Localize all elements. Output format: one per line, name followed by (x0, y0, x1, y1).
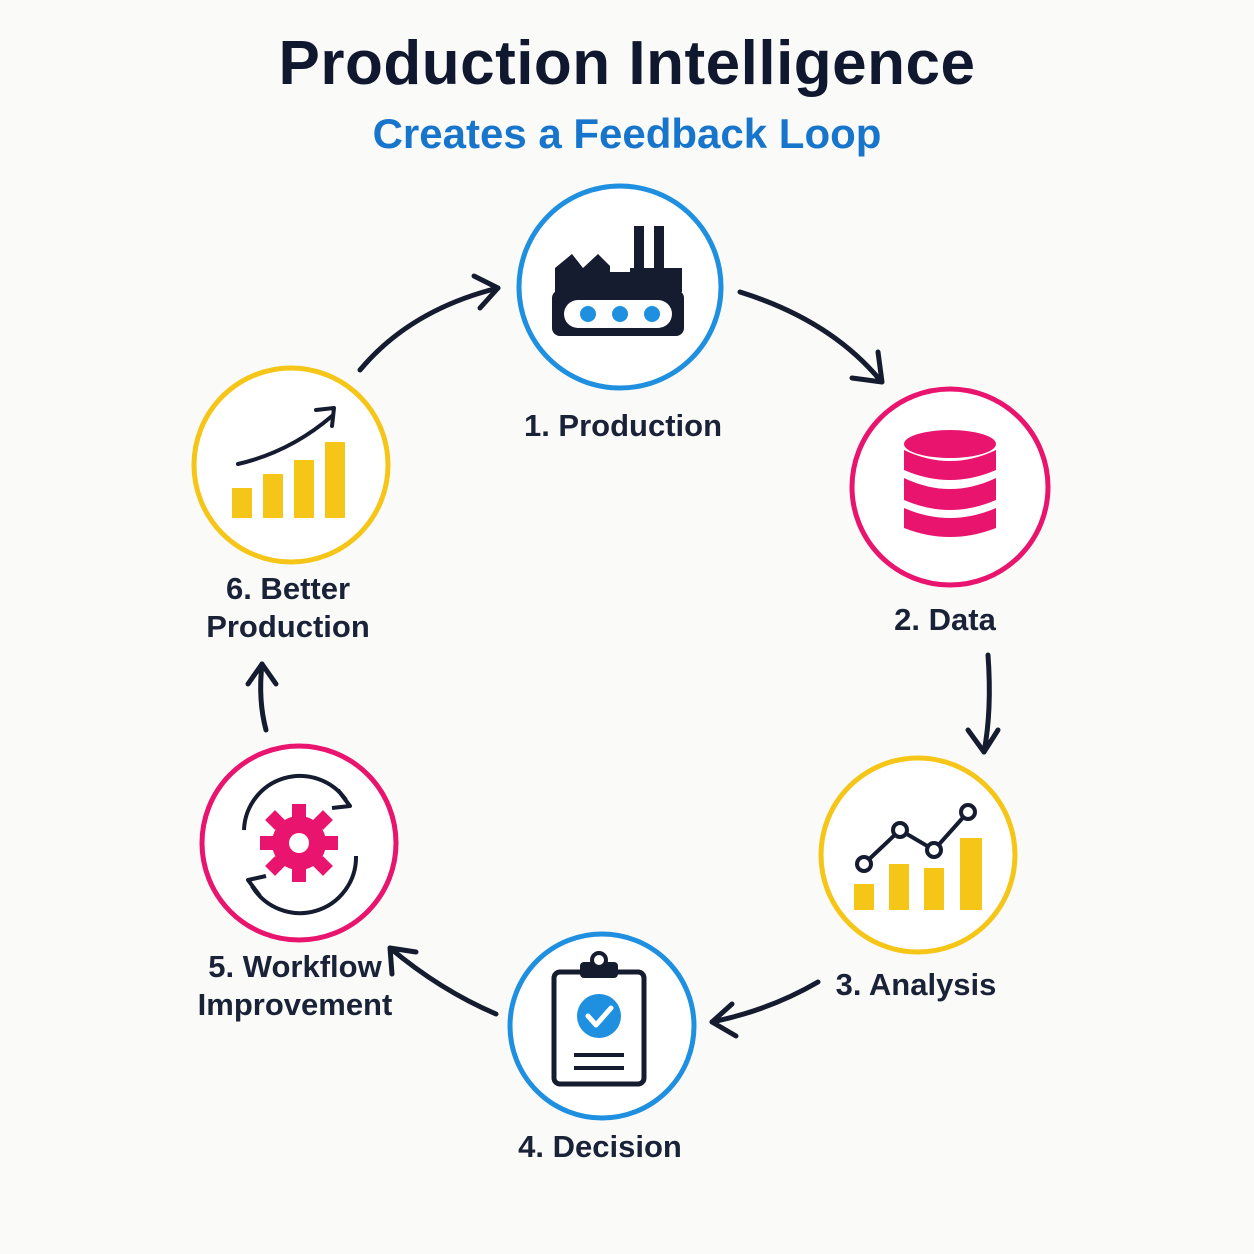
step-production (516, 183, 724, 391)
arrow-1-to-2 (737, 289, 885, 385)
step-production-label-text: 1. Production (523, 408, 723, 443)
gear-cycle-icon (242, 773, 359, 916)
growth-chart-icon (232, 406, 345, 518)
step-analysis-ring (818, 755, 1018, 955)
step-decision (507, 931, 697, 1121)
step-analysis-label: 3. Analysis (818, 966, 1014, 1004)
step-decision-label: 4. Decision (490, 1128, 710, 1166)
diagram-subtitle: Creates a Feedback Loop (372, 110, 882, 157)
arrow-6-to-1 (357, 273, 501, 373)
step-better-production-ring (191, 365, 391, 565)
clipboard-check-icon (551, 951, 647, 1087)
step-workflow-improvement-label-line2: Improvement (197, 987, 393, 1022)
arrow-4-to-5 (387, 945, 499, 1017)
step-data-label-text: 2. Data (894, 602, 996, 637)
step-better-production-label-line2: Production (206, 609, 370, 644)
step-better-production (191, 365, 391, 565)
step-better-production-label-line1: 6. Better (225, 571, 351, 606)
step-analysis-label-text: 3. Analysis (835, 967, 997, 1002)
step-decision-label-text: 4. Decision (518, 1129, 682, 1164)
arrow-5-to-6 (245, 661, 279, 733)
step-data-ring (849, 386, 1051, 588)
step-better-production-label: 6. Better Production (190, 570, 386, 646)
factory-icon (552, 226, 684, 336)
step-workflow-improvement-label: 5. Workflow Improvement (180, 948, 410, 1024)
step-analysis (818, 755, 1018, 955)
arrow-3-to-4 (709, 979, 821, 1039)
step-workflow-improvement (199, 743, 399, 943)
step-workflow-improvement-label-line1: 5. Workflow (208, 949, 382, 984)
step-production-label: 1. Production (500, 407, 746, 445)
diagram-title: Production Intelligence (278, 29, 976, 98)
step-data-label: 2. Data (860, 601, 1030, 639)
arrow-2-to-3 (965, 652, 1001, 755)
step-data (849, 386, 1051, 588)
database-icon (904, 430, 996, 537)
analytics-chart-icon (854, 803, 982, 910)
